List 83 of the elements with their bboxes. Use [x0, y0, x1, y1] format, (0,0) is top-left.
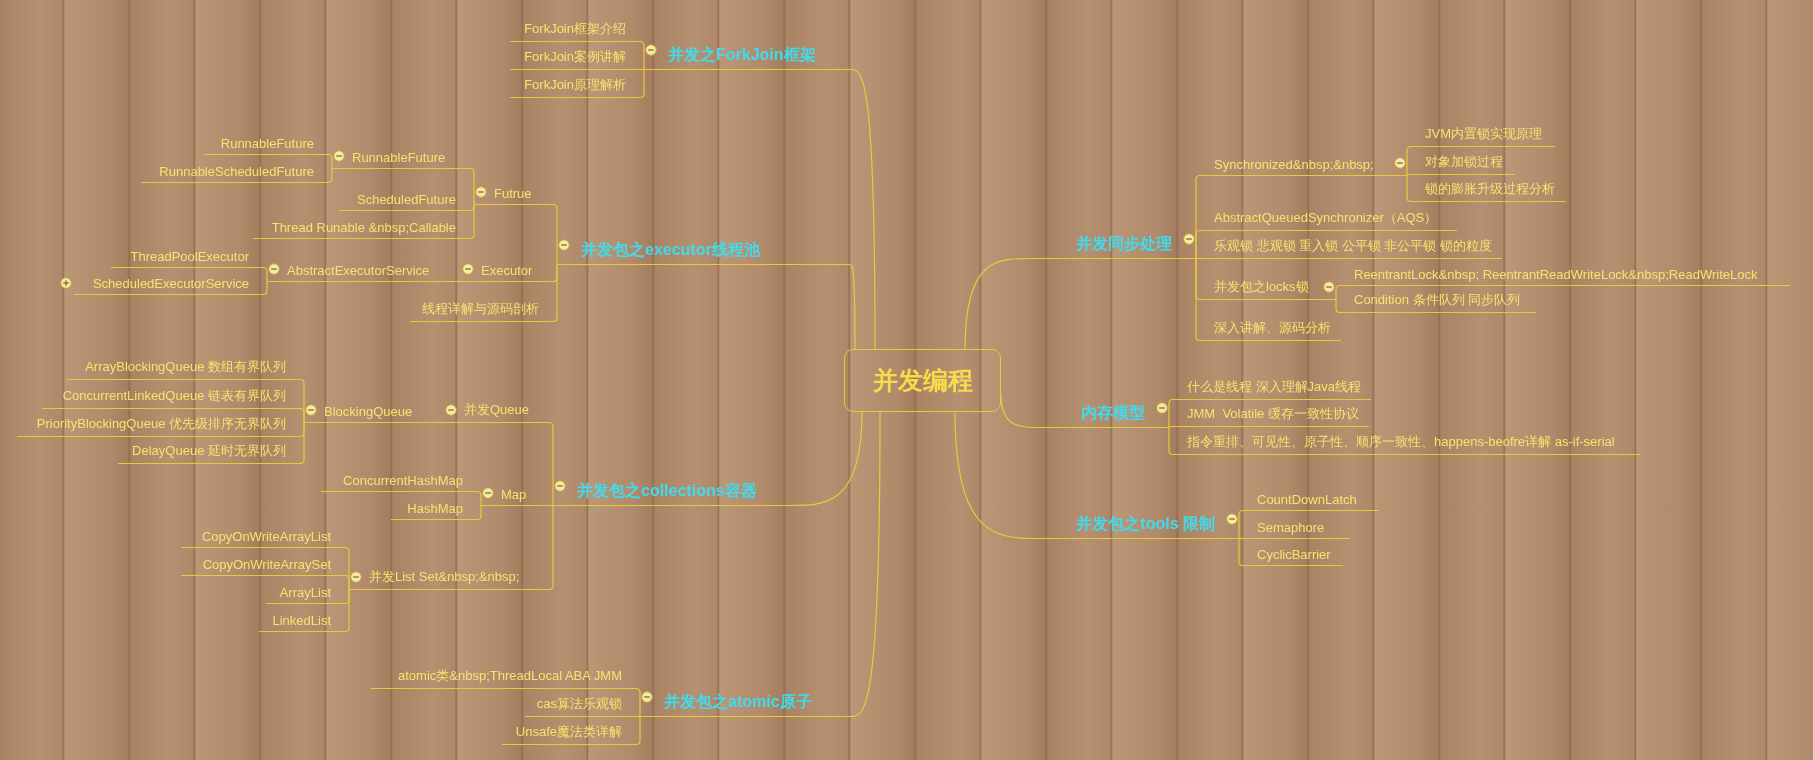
subtopic: 线程详解与源码剖析 [410, 300, 553, 322]
subtopic: CopyOnWriteArraySet [181, 554, 345, 576]
subtopic: LinkedList [259, 610, 345, 632]
connector-line [1335, 284, 1341, 301]
connector-line [639, 68, 645, 71]
subtopic: ConcurrentHashMap [321, 470, 477, 492]
connector-line [552, 263, 558, 323]
connector-line [1406, 174, 1412, 203]
connector-line [1238, 537, 1244, 567]
connector-line [1195, 229, 1201, 260]
subtopic: 什么是线程 深入理解Java线程 [1173, 378, 1372, 400]
connector-line [954, 411, 1041, 540]
connector-line [1168, 426, 1174, 456]
connector-line [344, 588, 350, 633]
subtopic: HashMap [391, 498, 477, 520]
connector-line [476, 504, 482, 521]
subtopic: Condition 条件队列 同步队列 [1340, 291, 1536, 313]
connector-line [299, 421, 305, 465]
connector-line [1406, 173, 1412, 177]
connector-line [849, 411, 881, 718]
subtopic: AbstractQueuedSynchronizer（AQS） [1200, 209, 1457, 231]
connector-line [469, 167, 475, 206]
connector-line [639, 68, 645, 99]
connector-line [548, 504, 554, 591]
subtopic: RunnableFuture [204, 133, 328, 155]
connector-line [1168, 398, 1174, 429]
connector-line [964, 257, 1031, 350]
subtopic: Thread Runable &nbsp;Callable [253, 217, 470, 239]
connector-line [439, 421, 445, 424]
connector-line [299, 407, 305, 424]
connector-line [1406, 145, 1412, 177]
subtopic: ScheduledExecutorService [74, 273, 263, 295]
connector-line [1168, 425, 1174, 429]
connector-line [849, 68, 876, 350]
subtopic: 锁的膨胀升级过程分析 [1411, 180, 1566, 202]
subtopic: CopyOnWriteArrayList [181, 526, 345, 548]
subtopic: 乐观锁 悲观锁 重入锁 公平锁 非公平锁 锁的粒度 [1200, 237, 1503, 259]
connector-line [639, 40, 645, 71]
connector-line [548, 504, 554, 507]
connector-line [344, 574, 350, 591]
subtopic: JVM内置锁实现原理 [1411, 125, 1555, 147]
root-topic-box: 并发编程 [844, 349, 1001, 412]
connector-line [635, 687, 641, 718]
subtopic: 深入讲解、源码分析 [1200, 319, 1341, 341]
connector-line [469, 203, 475, 240]
connector-line [476, 490, 482, 507]
connector-line [635, 715, 641, 718]
connector-line [1195, 257, 1201, 260]
subtopic: ForkJoin原理解析 [510, 76, 640, 98]
subtopic: atomic类&nbsp;ThreadLocal ABA JMM [371, 667, 636, 689]
subtopic: ThreadPoolExecutor [111, 246, 263, 268]
connector-line [327, 153, 333, 170]
subtopic: CountDownLatch [1243, 489, 1379, 511]
subtopic: PriorityBlockingQueue 优先级排序无界队列 [17, 415, 300, 437]
connector-line [1238, 537, 1244, 540]
subtopic: 对象加锁过程 [1411, 153, 1515, 175]
subtopic: JMM Volatile 缓存一致性协议 [1173, 405, 1369, 427]
connector-line [849, 263, 856, 350]
connector-line [1000, 394, 1041, 429]
connector-line [548, 421, 554, 507]
subtopic: cas算法乐观锁 [525, 695, 636, 717]
connector-line [327, 167, 333, 184]
connector-line [1238, 509, 1244, 540]
connector-line [635, 715, 641, 746]
subtopic: ArrayList [266, 582, 345, 604]
subtopic: RunnableScheduledFuture [141, 161, 328, 183]
subtopic: ReentrantLock&nbsp; ReentrantReadWriteLock&nbsp;ReadWriteLock [1340, 264, 1790, 286]
subtopic: ForkJoin框架介绍 [510, 20, 640, 42]
connector-line [262, 280, 268, 296]
subtopic: ForkJoin案例讲解 [510, 48, 640, 70]
subtopic: Semaphore [1243, 517, 1350, 539]
connector-line [1335, 298, 1341, 314]
subtopic: DelayQueue 延时无界队列 [118, 442, 300, 464]
subtopic: ScheduledFuture [339, 189, 470, 211]
connector-line [1195, 257, 1201, 342]
subtopic: Unsafe魔法类详解 [502, 723, 636, 745]
subtopic: CyclicBarrier [1243, 544, 1343, 566]
subtopic: ConcurrentLinkedQueue 链表有界队列 [42, 387, 300, 409]
connector-line [456, 280, 462, 283]
connector-line [262, 266, 268, 283]
subtopic: ArrayBlockingQueue 数组有界队列 [67, 358, 300, 380]
connector-line [788, 411, 863, 507]
connector-line [552, 203, 558, 266]
